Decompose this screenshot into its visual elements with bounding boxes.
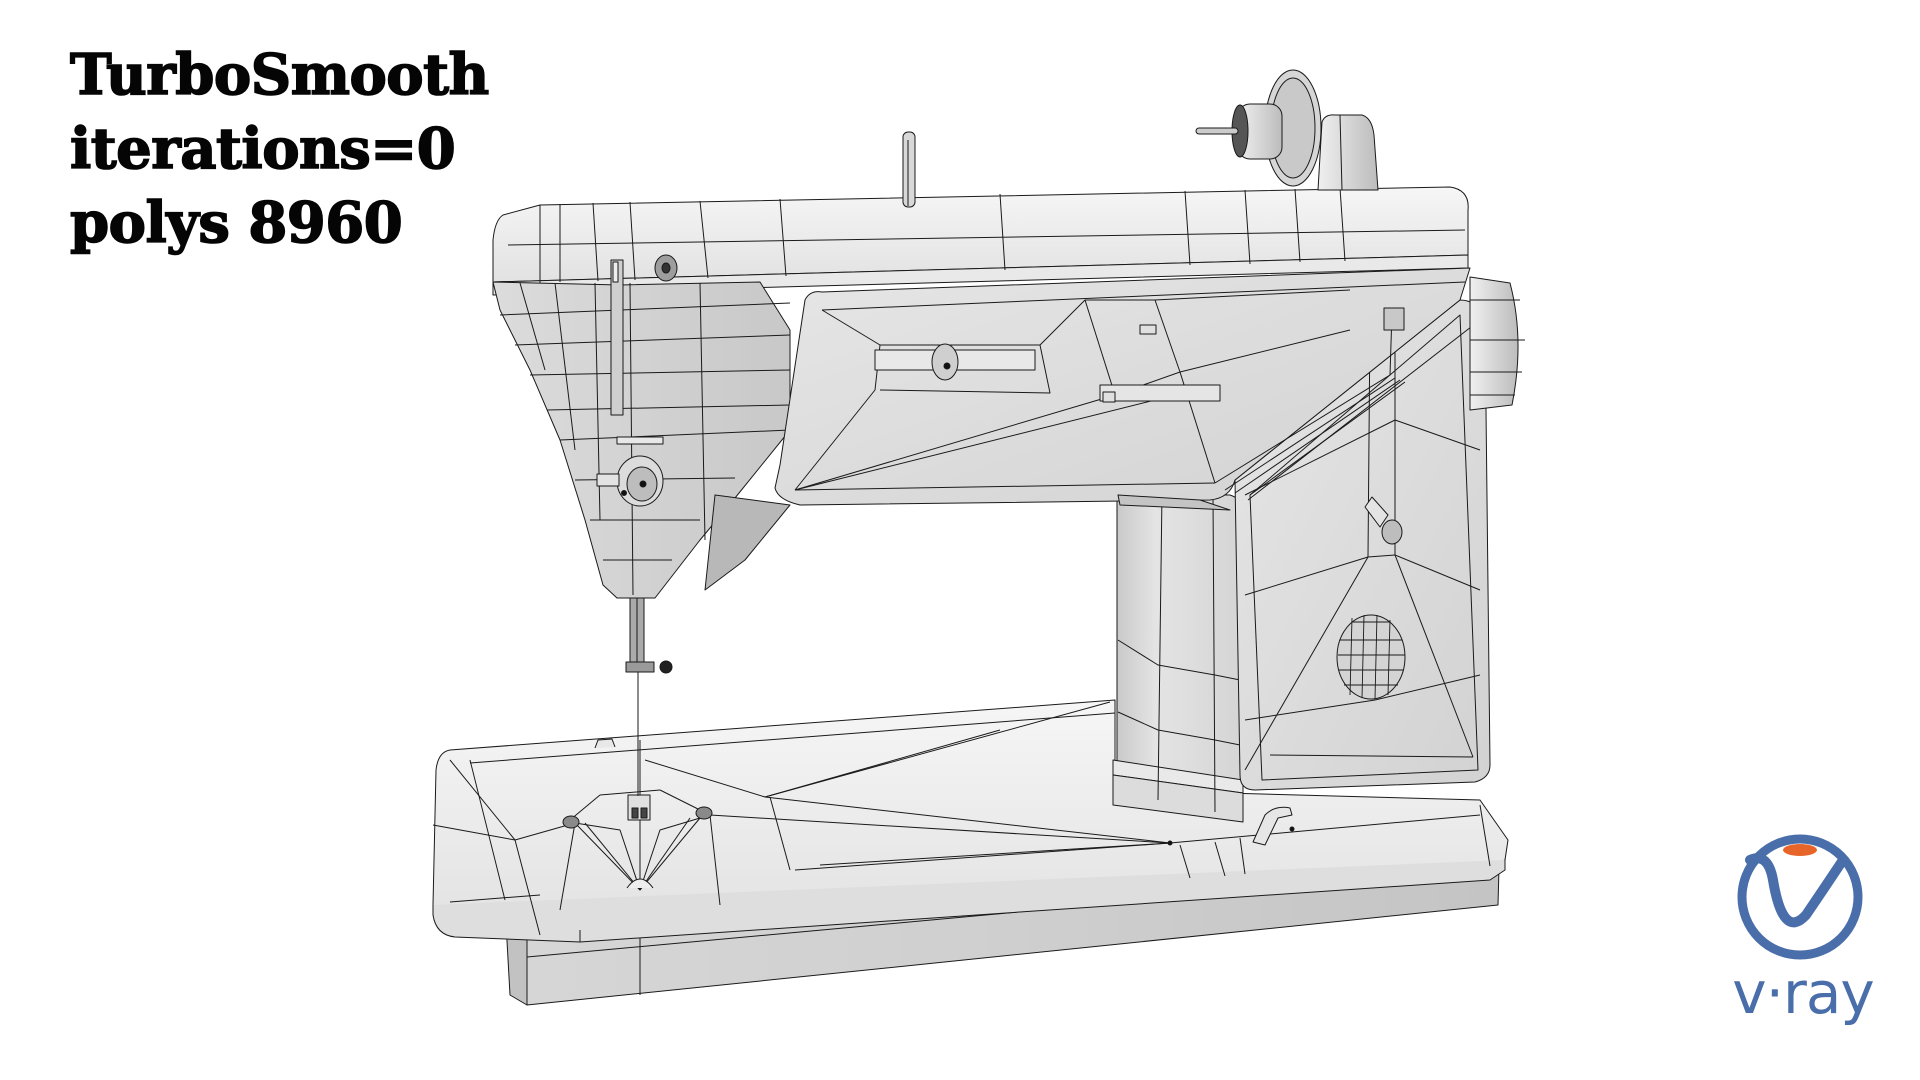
needle-assembly: [625, 597, 673, 796]
render-caption: TurboSmooth iterations=0 polys 8960: [69, 38, 490, 260]
handwheel: [1469, 276, 1525, 411]
spool-holder: [1195, 69, 1379, 191]
spool-pin: [902, 131, 916, 208]
vray-logo-icon: [1737, 834, 1863, 960]
tension-dial: [596, 436, 664, 507]
caption-title: TurboSmooth: [69, 41, 490, 109]
bed-lever: [1167, 806, 1295, 846]
vray-wordmark: v·ray: [1732, 959, 1874, 1027]
stitch-length-knob: [1364, 496, 1403, 545]
caption-iterations: iterations=0: [69, 115, 456, 183]
pillar-column: [1112, 492, 1246, 823]
slot-knob: [931, 343, 959, 381]
arm-front-panel: [774, 267, 1471, 506]
arm-top-cover: [492, 186, 1469, 296]
bed-plate: [432, 699, 1509, 943]
vray-logo: v·ray: [1728, 830, 1878, 1035]
caption-polys: polys 8960: [69, 189, 403, 257]
